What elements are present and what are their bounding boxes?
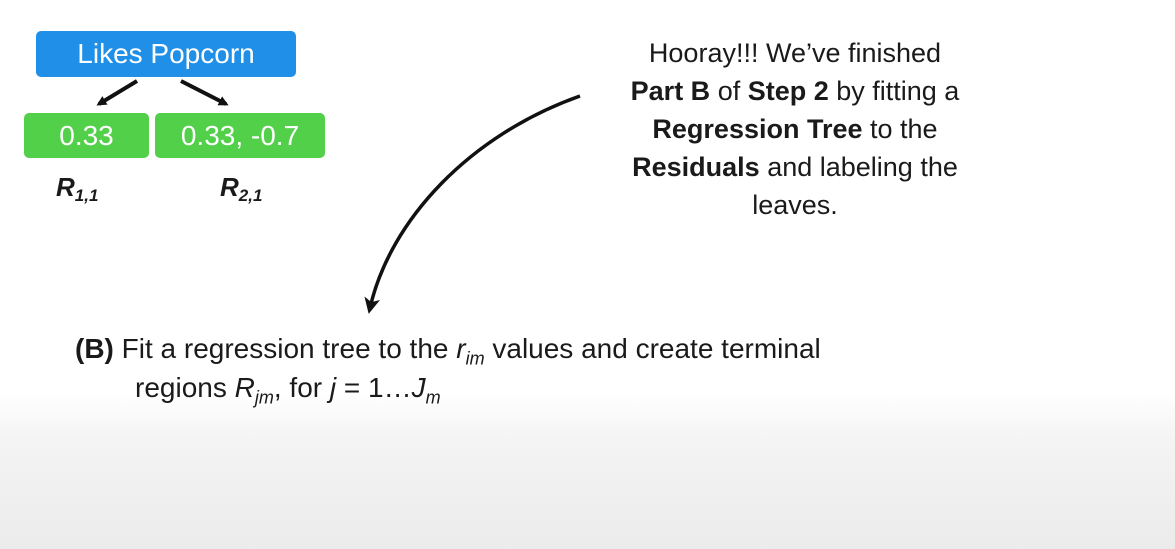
step-b-line-2: regions Rjm, for j = 1…Jm: [135, 372, 441, 408]
region-left-symbol: R: [56, 172, 75, 202]
j-variable: j: [329, 372, 337, 403]
step-b-label: (B): [75, 333, 114, 364]
step-b-line-1: (B) Fit a regression tree to the rim val…: [75, 333, 821, 369]
caption-line-3: Regression Tree to the: [652, 114, 938, 144]
region-right-symbol: R: [220, 172, 239, 202]
leaf-node-right: 0.33, -0.7: [155, 113, 325, 158]
R-jm-variable: Rjm: [234, 372, 274, 408]
tree-edge-left: [96, 79, 139, 106]
tree-edge-right: [180, 79, 229, 106]
leaf-left-value: 0.33: [59, 119, 114, 151]
root-node-likes-popcorn: Likes Popcorn: [36, 31, 296, 77]
leaf-right-value: 0.33, -0.7: [180, 119, 300, 151]
region-label-left: R1,1: [56, 172, 98, 206]
caption-line-2: Part B of Step 2 by fitting a: [630, 76, 960, 106]
region-label-right: R2,1: [220, 172, 262, 206]
caption-line-4: Residuals and labeling the: [632, 152, 958, 182]
caption-line-5: leaves.: [752, 190, 838, 220]
J-m-variable: Jm: [411, 372, 441, 408]
leaf-node-left: 0.33: [24, 113, 149, 158]
caption-line-1: Hooray!!! We’ve finished: [648, 38, 942, 68]
caption-pointer-arrow: [364, 94, 581, 314]
caption-text: Hooray!!! We’ve finished Part B of Step …: [560, 34, 1030, 224]
root-node-label: Likes Popcorn: [77, 38, 255, 69]
r-im-variable: rim: [456, 333, 485, 369]
region-left-subscript: 1,1: [74, 186, 99, 205]
region-right-subscript: 2,1: [238, 186, 263, 205]
